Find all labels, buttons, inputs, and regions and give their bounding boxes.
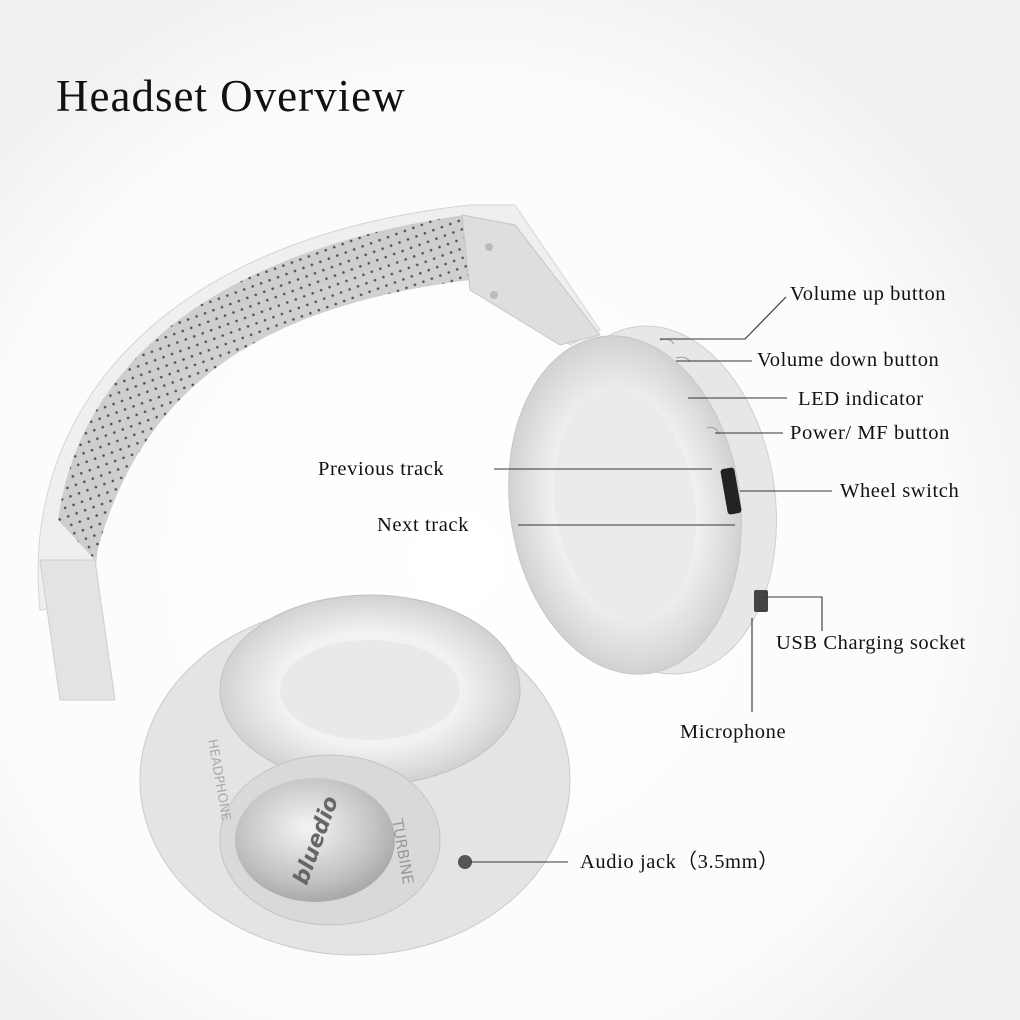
hinge-screw [485, 243, 493, 251]
leader-volume-up [660, 296, 787, 340]
right-earcup [508, 325, 777, 675]
page-title: Headset Overview [56, 71, 406, 121]
headband-padding [58, 215, 470, 560]
usb-socket [754, 590, 768, 612]
wheel-switch [720, 467, 742, 515]
leader-usb [764, 596, 823, 631]
label-microphone: Microphone [680, 721, 787, 743]
label-volume-down: Volume down button [757, 349, 940, 371]
hinge-screw [490, 291, 498, 299]
headband-hinge [461, 214, 601, 346]
label-power: Power/ MF button [790, 422, 950, 444]
label-next-track: Next track [377, 514, 469, 536]
label-usb-socket: USB Charging socket [776, 632, 966, 654]
label-led: LED indicator [798, 388, 924, 410]
audio-jack-port [458, 855, 472, 869]
label-wheel-switch: Wheel switch [840, 480, 960, 502]
left-arm [39, 559, 116, 701]
label-previous-track: Previous track [318, 458, 445, 480]
left-earcup: bluedio TURBINE HEADPHONE [139, 594, 571, 956]
label-audio-jack: Audio jack（3.5mm） [580, 851, 780, 873]
label-volume-up: Volume up button [790, 283, 947, 305]
